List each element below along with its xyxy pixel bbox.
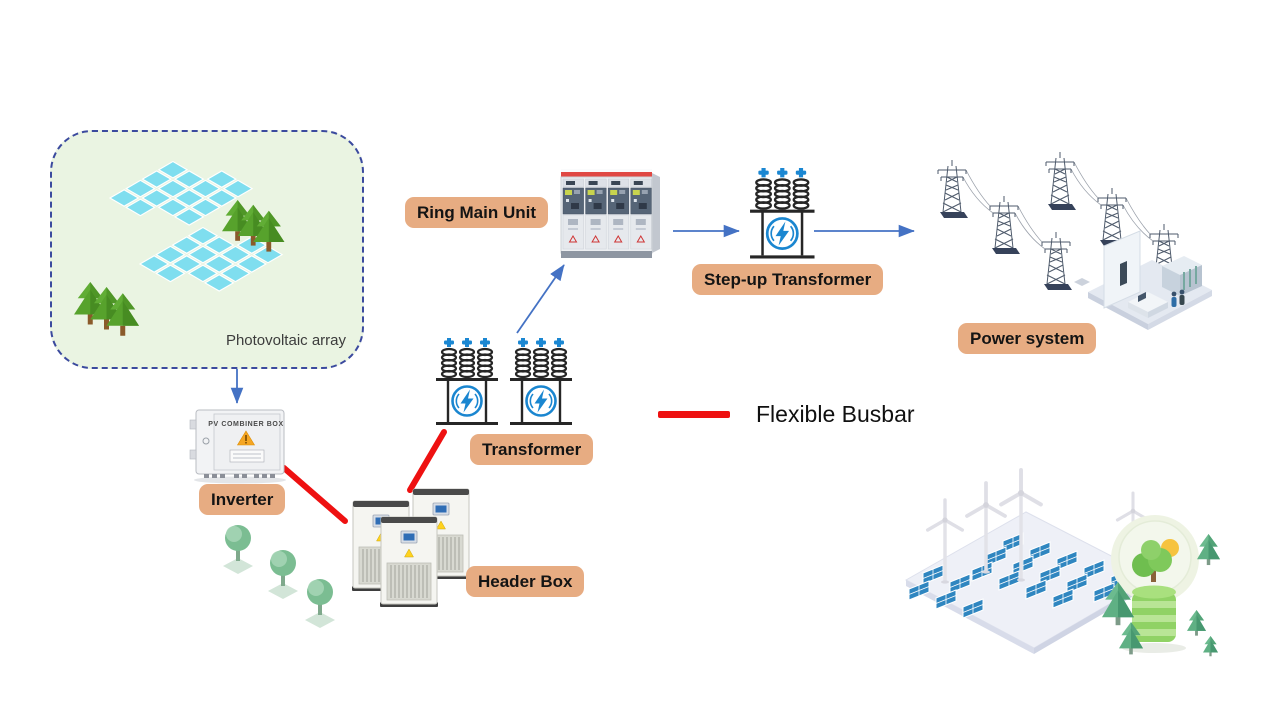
hinge — [189, 419, 197, 430]
wind-turbines — [926, 468, 1151, 584]
arrow-transformer-to-rmu — [516, 264, 565, 334]
header-box-label: Header Box — [466, 566, 585, 598]
people — [1171, 289, 1185, 307]
green-bulb — [1111, 515, 1199, 653]
flexible-busbar-label: Flexible Busbar — [756, 401, 915, 427]
green-energy-scene-illustration — [904, 468, 1220, 657]
combiner-box-title: PV COMBINER BOX — [208, 421, 284, 428]
ring-main-unit-illustration — [560, 169, 660, 258]
transformer-illustration — [435, 336, 575, 430]
step-up-transformer-illustration — [748, 166, 818, 264]
power-system-illustration — [937, 151, 1212, 330]
round-trees-illustration — [223, 525, 335, 628]
transformer-label: Transformer — [470, 434, 594, 466]
inverter-label: Inverter — [199, 484, 286, 516]
pv-array-field: Photovoltaic array — [50, 130, 364, 369]
step-up-transformer-label: Step-up Transformer — [692, 264, 884, 296]
pv-array-illustration — [74, 151, 285, 336]
pv-array-caption: Photovoltaic array — [225, 332, 346, 349]
ring-main-unit-label: Ring Main Unit — [405, 197, 548, 229]
flexible-busbar-line-swatch — [658, 411, 730, 418]
substation-room — [1074, 230, 1212, 330]
hinge — [189, 449, 197, 460]
header-box-illustration — [351, 488, 471, 608]
lock-icon — [202, 437, 210, 445]
power-lines — [962, 161, 1154, 250]
legend: Flexible Busbar — [658, 401, 915, 428]
pine-trees-group — [74, 282, 139, 336]
power-system-label: Power system — [958, 323, 1097, 355]
pv-combiner-box-illustration: PV COMBINER BOX — [189, 409, 286, 484]
